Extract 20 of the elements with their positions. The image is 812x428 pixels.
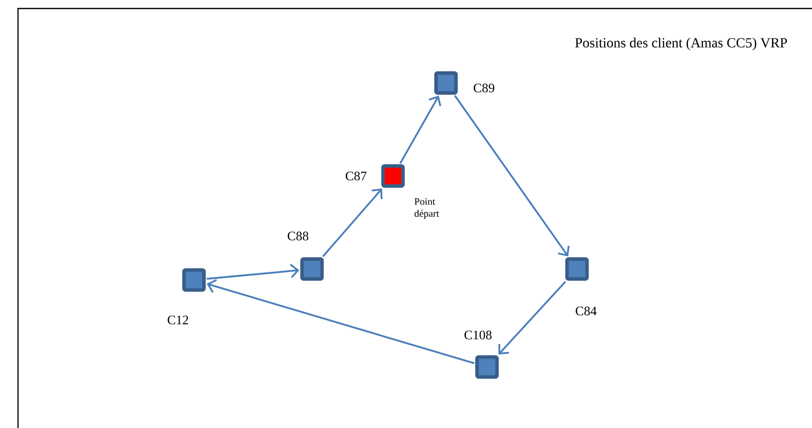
arrow bbox=[454, 95, 570, 256]
square-marker bbox=[182, 268, 206, 292]
arrow bbox=[206, 264, 300, 280]
square-marker bbox=[565, 257, 589, 281]
arrow bbox=[498, 280, 566, 355]
square-marker bbox=[475, 355, 499, 379]
square-marker bbox=[300, 257, 324, 281]
square-marker bbox=[381, 164, 405, 188]
node-label: C88 bbox=[288, 232, 308, 240]
arrow bbox=[399, 96, 442, 164]
arrow bbox=[206, 279, 475, 364]
node-label: C12 bbox=[168, 316, 188, 324]
note-text: Point départ bbox=[414, 198, 440, 219]
node-label: C84 bbox=[576, 306, 597, 316]
node-label: C89 bbox=[474, 84, 494, 92]
arrow bbox=[322, 188, 382, 258]
square-marker bbox=[434, 71, 458, 95]
node-label: C108 bbox=[464, 330, 492, 340]
title: Positions des client (Amas CC5) VRP bbox=[575, 38, 787, 50]
node-label: C87 bbox=[346, 172, 366, 180]
